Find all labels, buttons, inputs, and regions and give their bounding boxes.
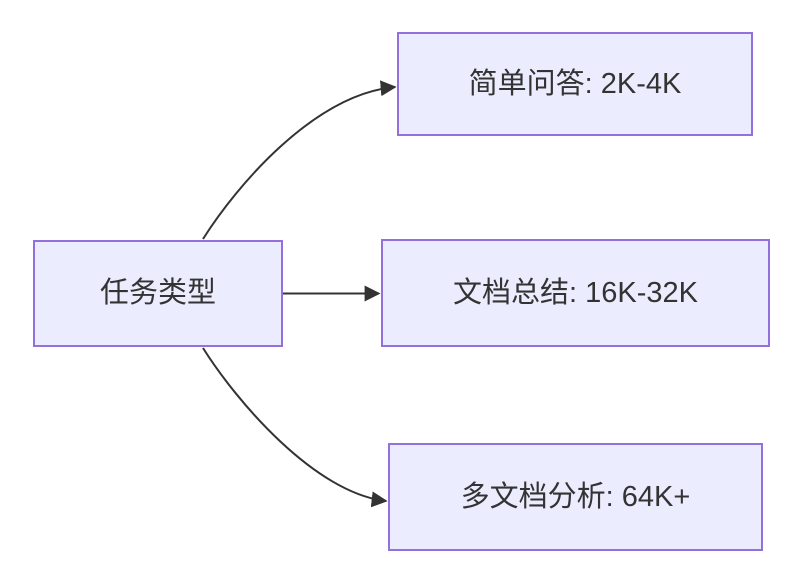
node-task-type-label: 任务类型: [99, 277, 216, 310]
node-multi-doc-analysis: 多文档分析: 64K+: [388, 443, 763, 551]
edge-root-to-branch2: [202, 347, 388, 508]
node-doc-summary-label: 文档总结: 16K-32K: [453, 276, 698, 309]
node-multi-doc-analysis-label: 多文档分析: 64K+: [460, 480, 691, 513]
edge-root-to-branch0: [202, 80, 397, 240]
node-doc-summary: 文档总结: 16K-32K: [381, 239, 770, 347]
node-simple-qa: 简单问答: 2K-4K: [397, 32, 753, 136]
node-simple-qa-label: 简单问答: 2K-4K: [468, 67, 682, 100]
node-task-type: 任务类型: [33, 240, 283, 347]
